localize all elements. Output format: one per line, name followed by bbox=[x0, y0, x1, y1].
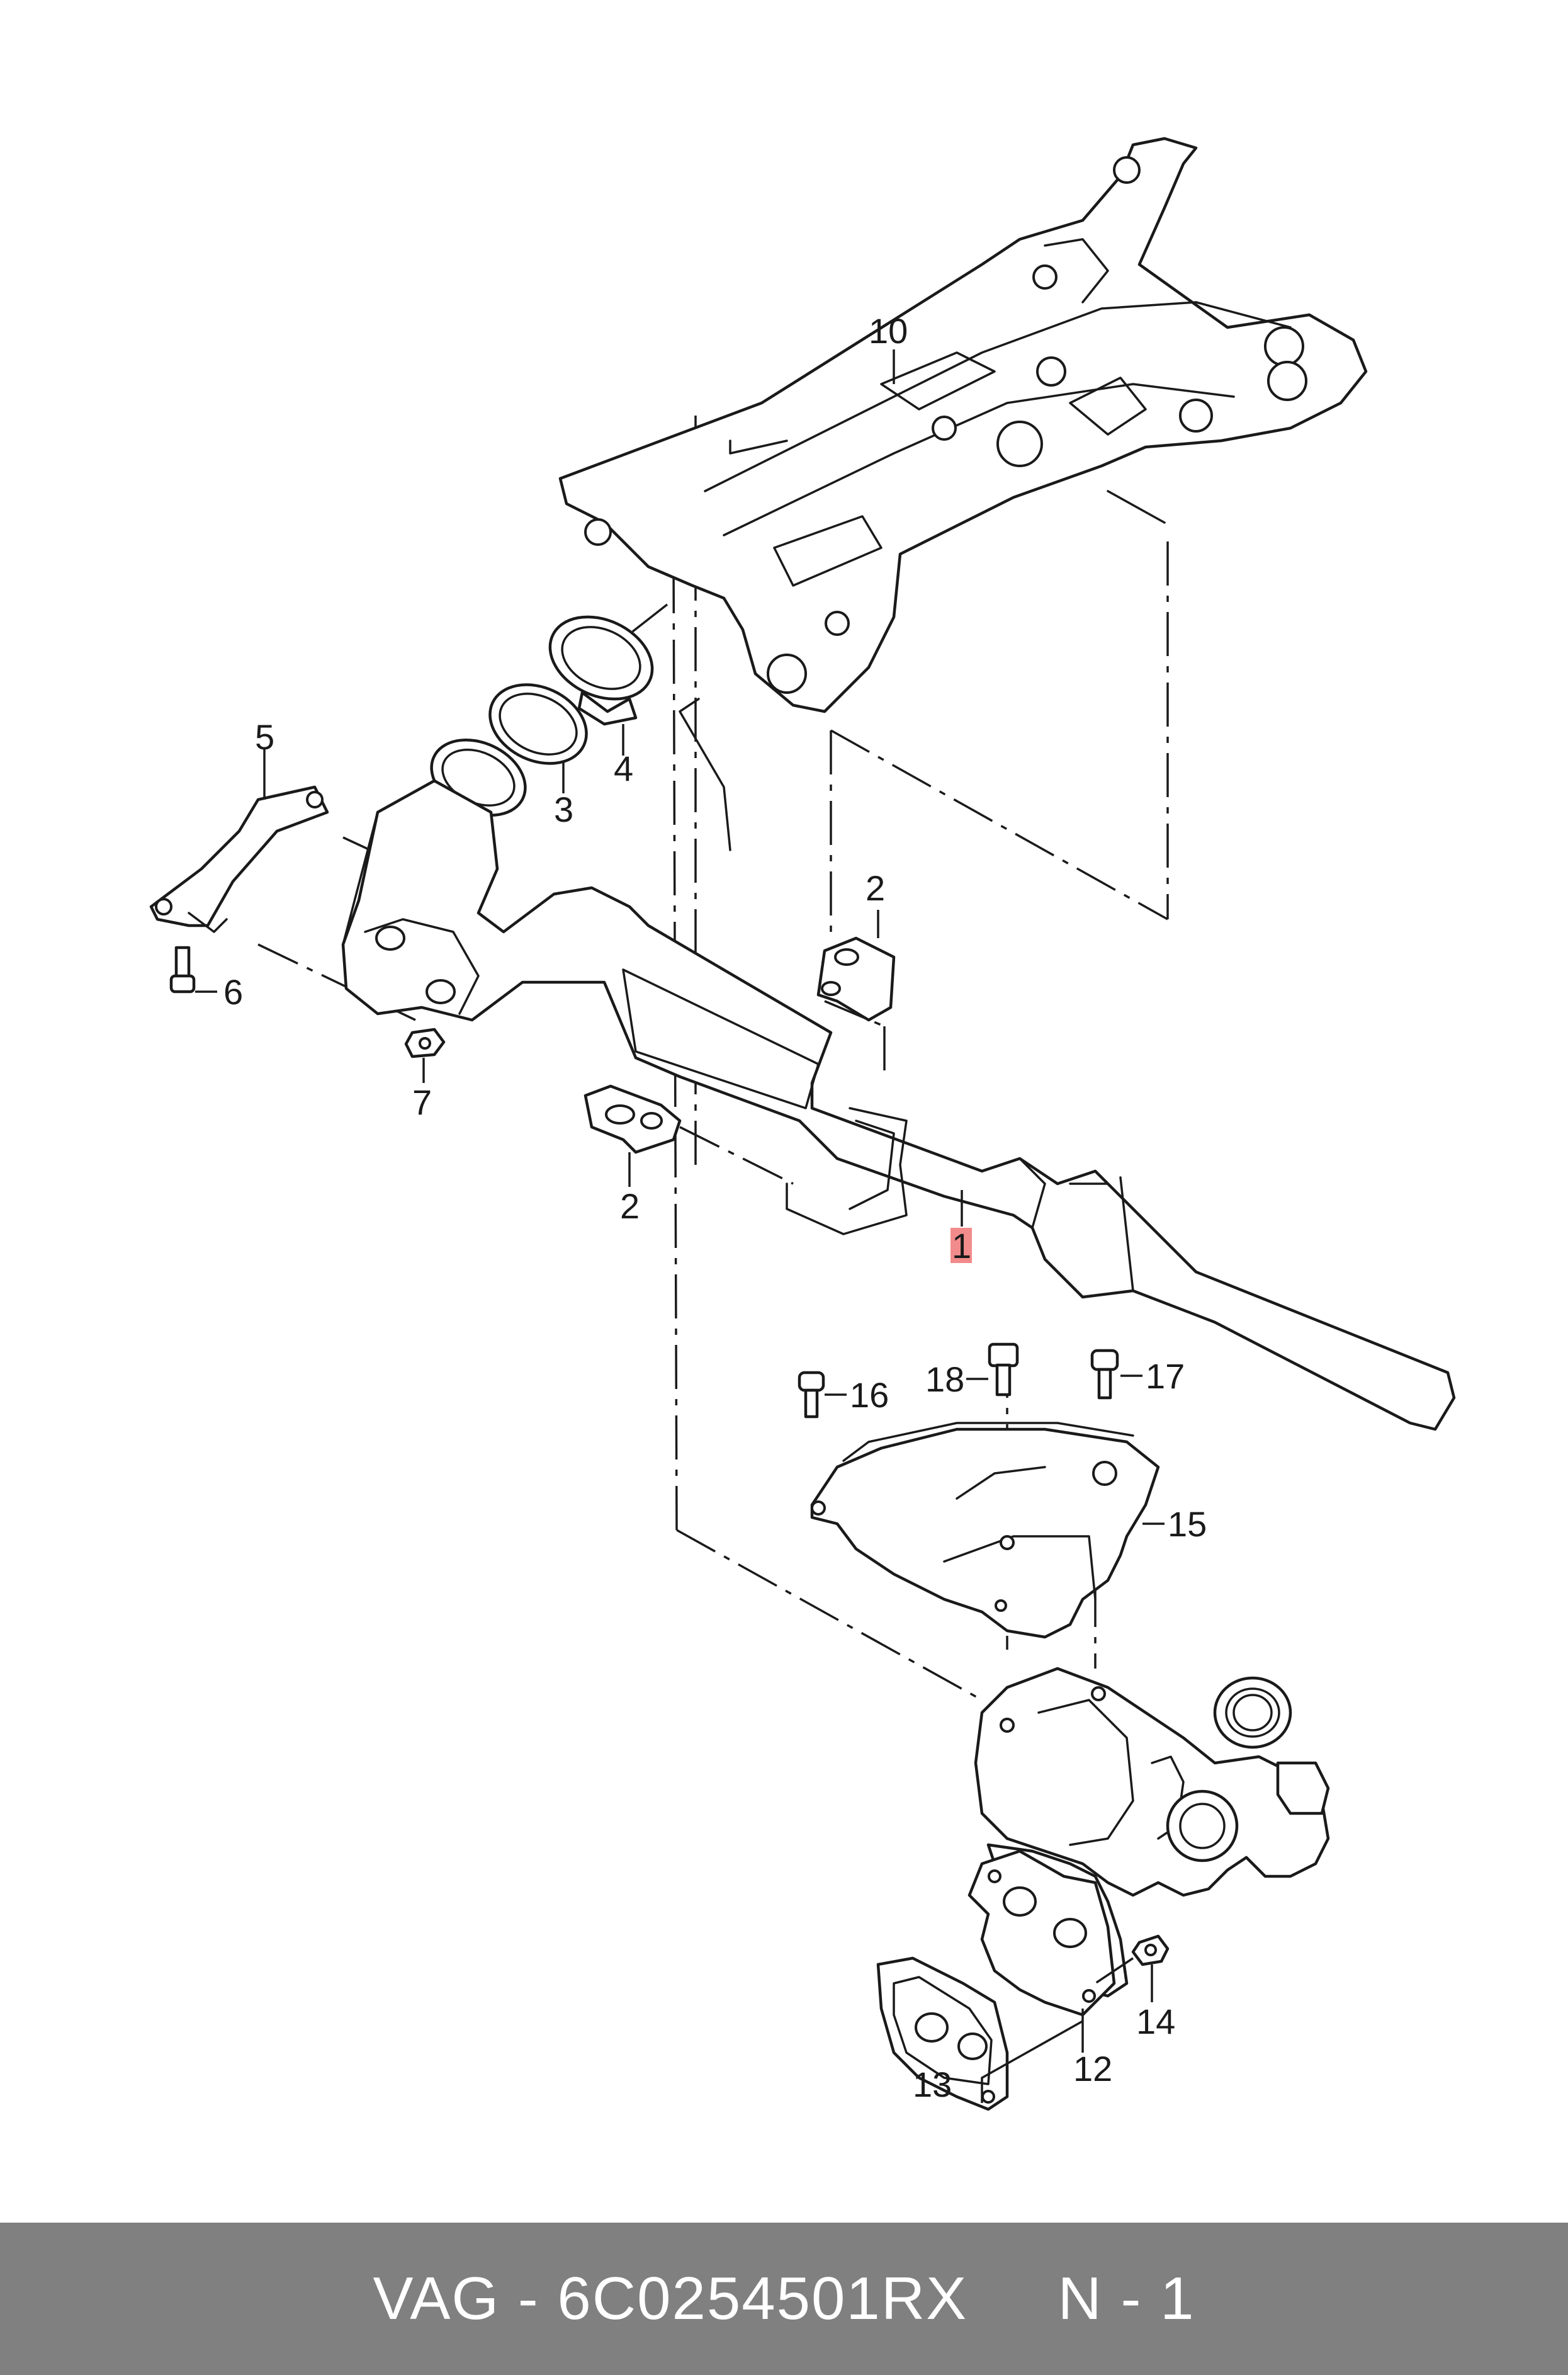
brand-label: VAG bbox=[373, 2265, 500, 2332]
callout-1: 1 bbox=[952, 1226, 971, 1266]
separator: - bbox=[500, 2265, 558, 2332]
callout-3: 3 bbox=[554, 790, 573, 829]
callout-14: 14 bbox=[1136, 2002, 1175, 2041]
callout-7: 7 bbox=[412, 1082, 432, 1122]
callout-15: 15 bbox=[1168, 1504, 1207, 1544]
catalytic-converter-part-1 bbox=[341, 698, 1456, 1431]
bolt-part-17 bbox=[1090, 1349, 1142, 1400]
callout-13: 13 bbox=[913, 2065, 952, 2104]
bolt-part-18 bbox=[966, 1342, 1019, 1397]
callout-numbers: 10 4 3 5 6 7 2 2 1 16 18 17 15 14 12 13 bbox=[223, 311, 1207, 2104]
exhaust-parts-diagram: 10 4 3 5 6 7 2 2 1 16 18 17 15 14 12 13 bbox=[149, 137, 1456, 2111]
nut-part-14 bbox=[1095, 1934, 1170, 2002]
callout-4: 4 bbox=[614, 749, 633, 788]
part-number: 6C0254501RX bbox=[557, 2265, 968, 2332]
callout-12: 12 bbox=[1073, 2049, 1112, 2089]
quantity-label: N - 1 bbox=[1058, 2265, 1195, 2332]
nut-part-7 bbox=[404, 1028, 446, 1083]
callout-10: 10 bbox=[869, 311, 908, 351]
callout-6: 6 bbox=[223, 972, 243, 1012]
gasket-part-12 bbox=[967, 1849, 1116, 2053]
gasket-ring-part-3 bbox=[488, 683, 588, 793]
callout-1-highlight bbox=[950, 1228, 972, 1263]
footer-caption: VAG - 6C0254501RX N - 1 bbox=[373, 2264, 1195, 2333]
callout-5: 5 bbox=[255, 717, 274, 757]
bolt-part-16 bbox=[798, 1371, 847, 1419]
callout-18: 18 bbox=[925, 1359, 964, 1399]
gasket-part-13 bbox=[876, 1956, 1083, 2111]
bolt-part-6 bbox=[169, 946, 217, 994]
callout-2-upper: 2 bbox=[866, 868, 885, 908]
hanger-part-2-lower bbox=[584, 1084, 682, 1187]
subframe-part-10 bbox=[558, 137, 1368, 713]
hanger-part-2-upper bbox=[816, 910, 896, 1022]
spacer bbox=[967, 2265, 1058, 2332]
clamp-part-4 bbox=[548, 615, 654, 756]
bracket-part-5 bbox=[149, 749, 329, 933]
callout-16: 16 bbox=[850, 1375, 889, 1415]
heat-shield-part-15 bbox=[810, 1422, 1165, 1639]
callout-2-lower: 2 bbox=[620, 1186, 640, 1226]
callout-17: 17 bbox=[1146, 1356, 1185, 1396]
footer-bar: VAG - 6C0254501RX N - 1 bbox=[0, 2223, 1568, 2375]
